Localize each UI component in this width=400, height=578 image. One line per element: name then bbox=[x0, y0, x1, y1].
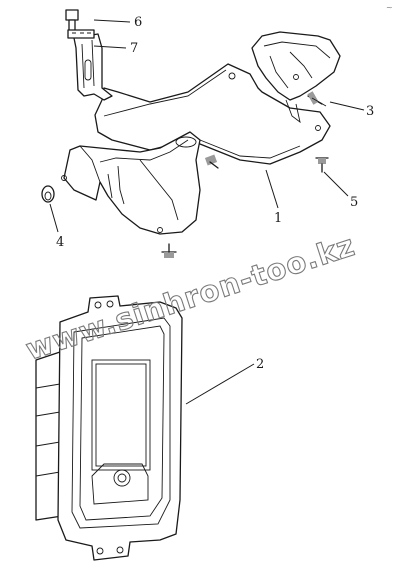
callout-1: 1 bbox=[274, 211, 282, 226]
nut-4 bbox=[41, 185, 55, 203]
screw-6 bbox=[65, 9, 95, 39]
callout-6: 6 bbox=[134, 15, 142, 30]
controller-box bbox=[35, 295, 183, 561]
corner-mark: ~ bbox=[386, 3, 393, 12]
screw-center bbox=[204, 154, 219, 169]
screw-3 bbox=[307, 91, 327, 107]
screw-bottom bbox=[161, 243, 177, 258]
callout-2: 2 bbox=[256, 357, 264, 372]
watermark-text: www.sinhron-too.kz bbox=[22, 228, 360, 367]
leader-lines bbox=[49, 19, 365, 405]
screw-5 bbox=[315, 157, 329, 173]
callout-7: 7 bbox=[130, 41, 138, 56]
callout-3: 3 bbox=[366, 104, 374, 119]
callout-labels: 6 7 3 5 1 4 2 bbox=[56, 15, 374, 372]
mounting-bracket bbox=[61, 31, 341, 235]
callout-4: 4 bbox=[56, 235, 64, 250]
callout-5: 5 bbox=[350, 195, 358, 210]
